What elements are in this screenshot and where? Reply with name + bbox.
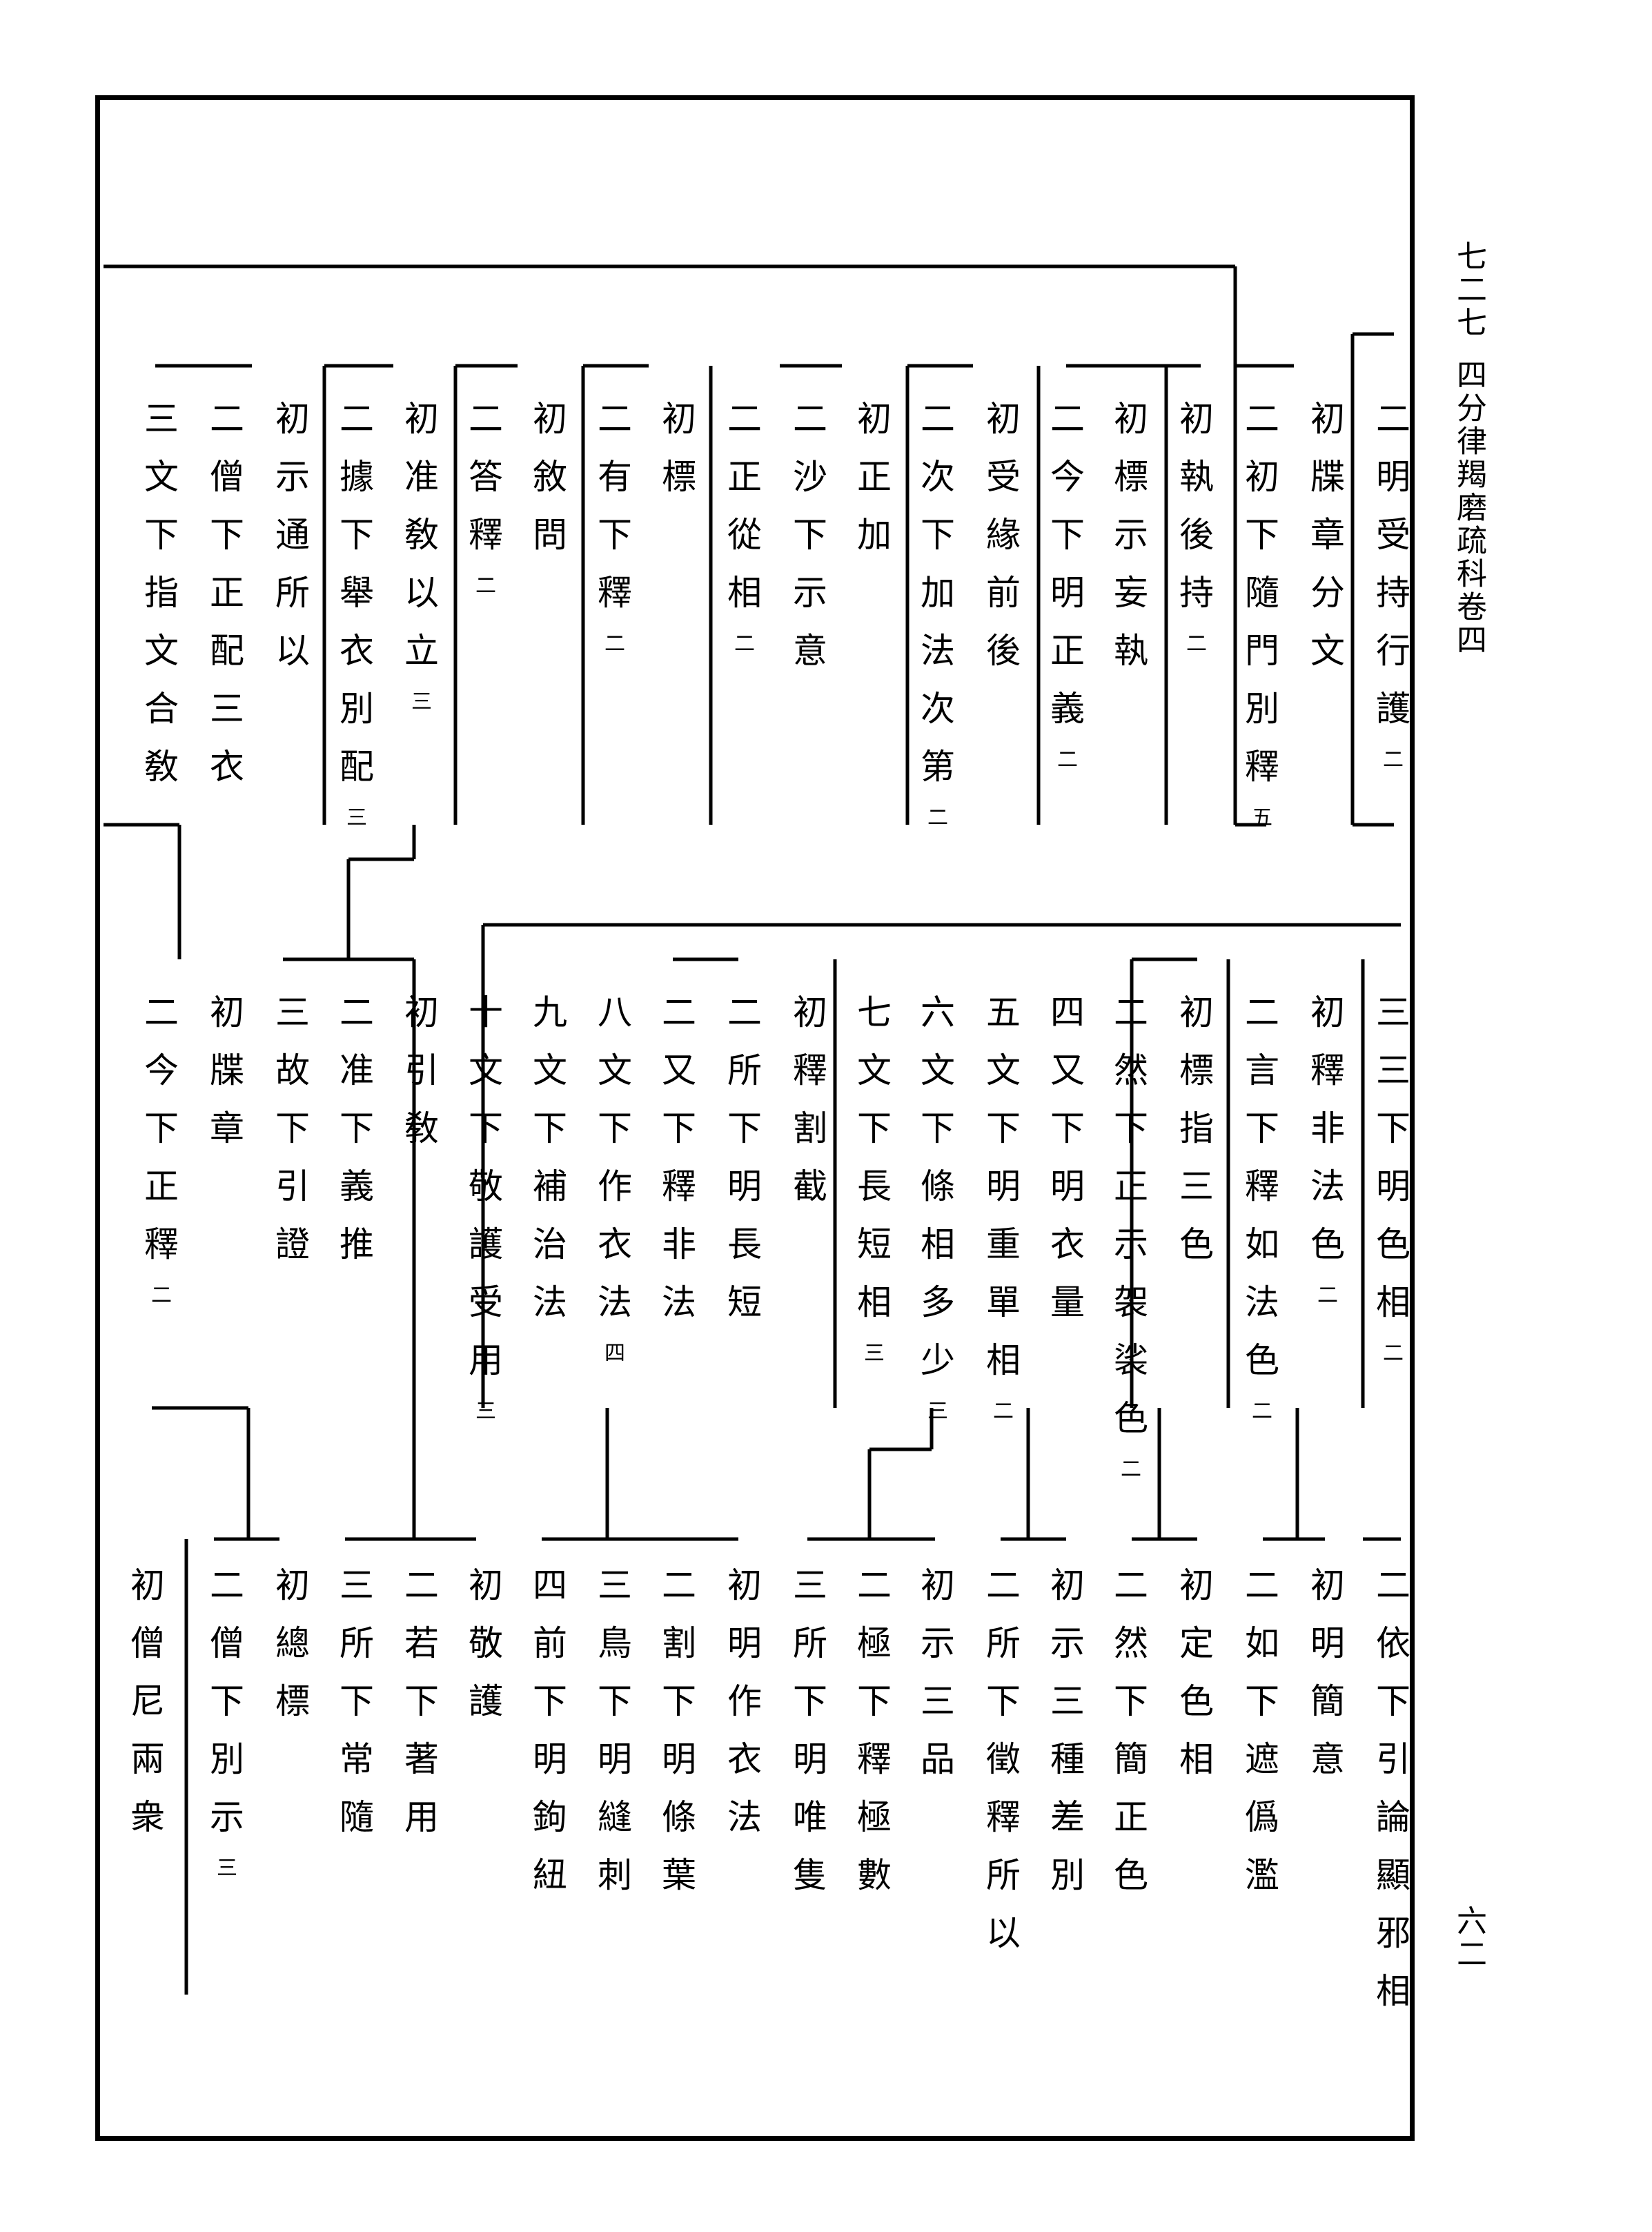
entry-mid-19: 初牒章 <box>204 994 244 1168</box>
book-title: 四分律羯磨疏科卷四 <box>1451 359 1486 657</box>
entry-top-17: 二據下舉衣別配三 <box>334 400 374 827</box>
entry-top-8: 二次下加法次第二 <box>915 400 955 827</box>
entry-top-19: 二僧下正配三衣 <box>204 400 244 806</box>
entry-mid-17: 二准下義推 <box>334 994 374 1284</box>
entry-bot-18: 初總標 <box>270 1567 310 1741</box>
entry-top-2: 初牒章分文 <box>1305 400 1345 690</box>
entry-top-20: 三文下指文合敎 <box>139 400 179 806</box>
entry-top-14: 初敘問 <box>527 400 567 574</box>
entry-top-18: 初示通所以 <box>270 400 310 690</box>
entry-top-6: 二今下明正義二 <box>1045 400 1085 769</box>
entry-mid-7: 五文下明重單相二 <box>981 994 1021 1420</box>
entry-top-1: 二明受持行護二 <box>1370 400 1410 769</box>
entry-bot-7: 二所下徵釋所以 <box>981 1567 1021 1972</box>
entry-top-13: 二有下釋二 <box>592 400 632 653</box>
page-number-bottom: 六二 <box>1451 1905 1486 1971</box>
entry-bot-11: 初明作衣法 <box>722 1567 762 1857</box>
entry-mid-12: 二又下釋非法 <box>656 994 696 1342</box>
entry-bot-19: 二僧下別示三 <box>204 1567 244 1877</box>
entry-bot-13: 三鳥下明縫刺 <box>592 1567 632 1915</box>
entry-mid-18: 三故下引證 <box>270 994 310 1284</box>
entry-bot-1: 二依下引論顯邪相 <box>1370 1567 1410 2030</box>
entry-top-4: 初執後持二 <box>1174 400 1214 653</box>
entry-top-12: 初標 <box>656 400 696 516</box>
entry-bot-2: 初明簡意 <box>1305 1567 1345 1799</box>
entry-top-7: 初受緣前後 <box>981 400 1021 690</box>
entry-top-11: 二正從相二 <box>722 400 762 653</box>
entry-mid-6: 四又下明衣量 <box>1045 994 1085 1342</box>
entry-bot-15: 初敬護 <box>463 1567 503 1741</box>
entry-top-10: 二沙下示意 <box>787 400 827 690</box>
entry-mid-13: 八文下作衣法四 <box>592 994 632 1362</box>
entry-bot-20: 初僧尼兩衆 <box>125 1567 165 1857</box>
entry-bot-9: 二極下釋極數 <box>852 1567 892 1915</box>
page-border-frame <box>95 95 1415 2141</box>
entry-mid-20: 二今下正釋二 <box>139 994 179 1304</box>
entry-top-15: 二答釋二 <box>463 400 503 595</box>
entry-mid-1: 三三下明色相二 <box>1370 994 1410 1362</box>
entry-bot-16: 二若下著用 <box>399 1567 439 1857</box>
entry-top-3: 二初下隨門別釋五 <box>1239 400 1279 827</box>
entry-mid-5: 二然下正示袈裟色二 <box>1108 994 1148 1478</box>
entry-bot-14: 四前下明鉤紐 <box>527 1567 567 1915</box>
entry-mid-2: 初釋非法色二 <box>1305 994 1345 1304</box>
entry-bot-3: 二如下遮僞濫 <box>1239 1567 1279 1915</box>
entry-bot-4: 初定色相 <box>1174 1567 1214 1799</box>
entry-mid-3: 二言下釋如法色二 <box>1239 994 1279 1420</box>
page-number-top: 七二七 <box>1451 240 1486 340</box>
entry-mid-10: 初釋割截 <box>787 994 827 1226</box>
entry-mid-15: 十文下敬護受用三 <box>463 994 503 1420</box>
entry-mid-9: 七文下長短相三 <box>852 994 892 1362</box>
entry-mid-16: 初引敎 <box>399 994 439 1168</box>
entry-bot-8: 初示三品 <box>915 1567 955 1799</box>
entry-bot-12: 二割下明條葉 <box>656 1567 696 1915</box>
entry-top-5: 初標示妄執 <box>1108 400 1148 690</box>
entry-bot-10: 三所下明唯隻 <box>787 1567 827 1915</box>
entry-mid-8: 六文下條相多少三 <box>915 994 955 1420</box>
entry-top-9: 初正加 <box>852 400 892 574</box>
entry-mid-14: 九文下補治法 <box>527 994 567 1342</box>
entry-mid-11: 二所下明長短 <box>722 994 762 1342</box>
entry-bot-5: 二然下簡正色 <box>1108 1567 1148 1915</box>
entry-bot-17: 三所下常隨 <box>334 1567 374 1857</box>
entry-top-16: 初准敎以立三 <box>399 400 439 711</box>
entry-mid-4: 初標指三色 <box>1174 994 1214 1284</box>
entry-bot-6: 初示三種差別 <box>1045 1567 1085 1915</box>
